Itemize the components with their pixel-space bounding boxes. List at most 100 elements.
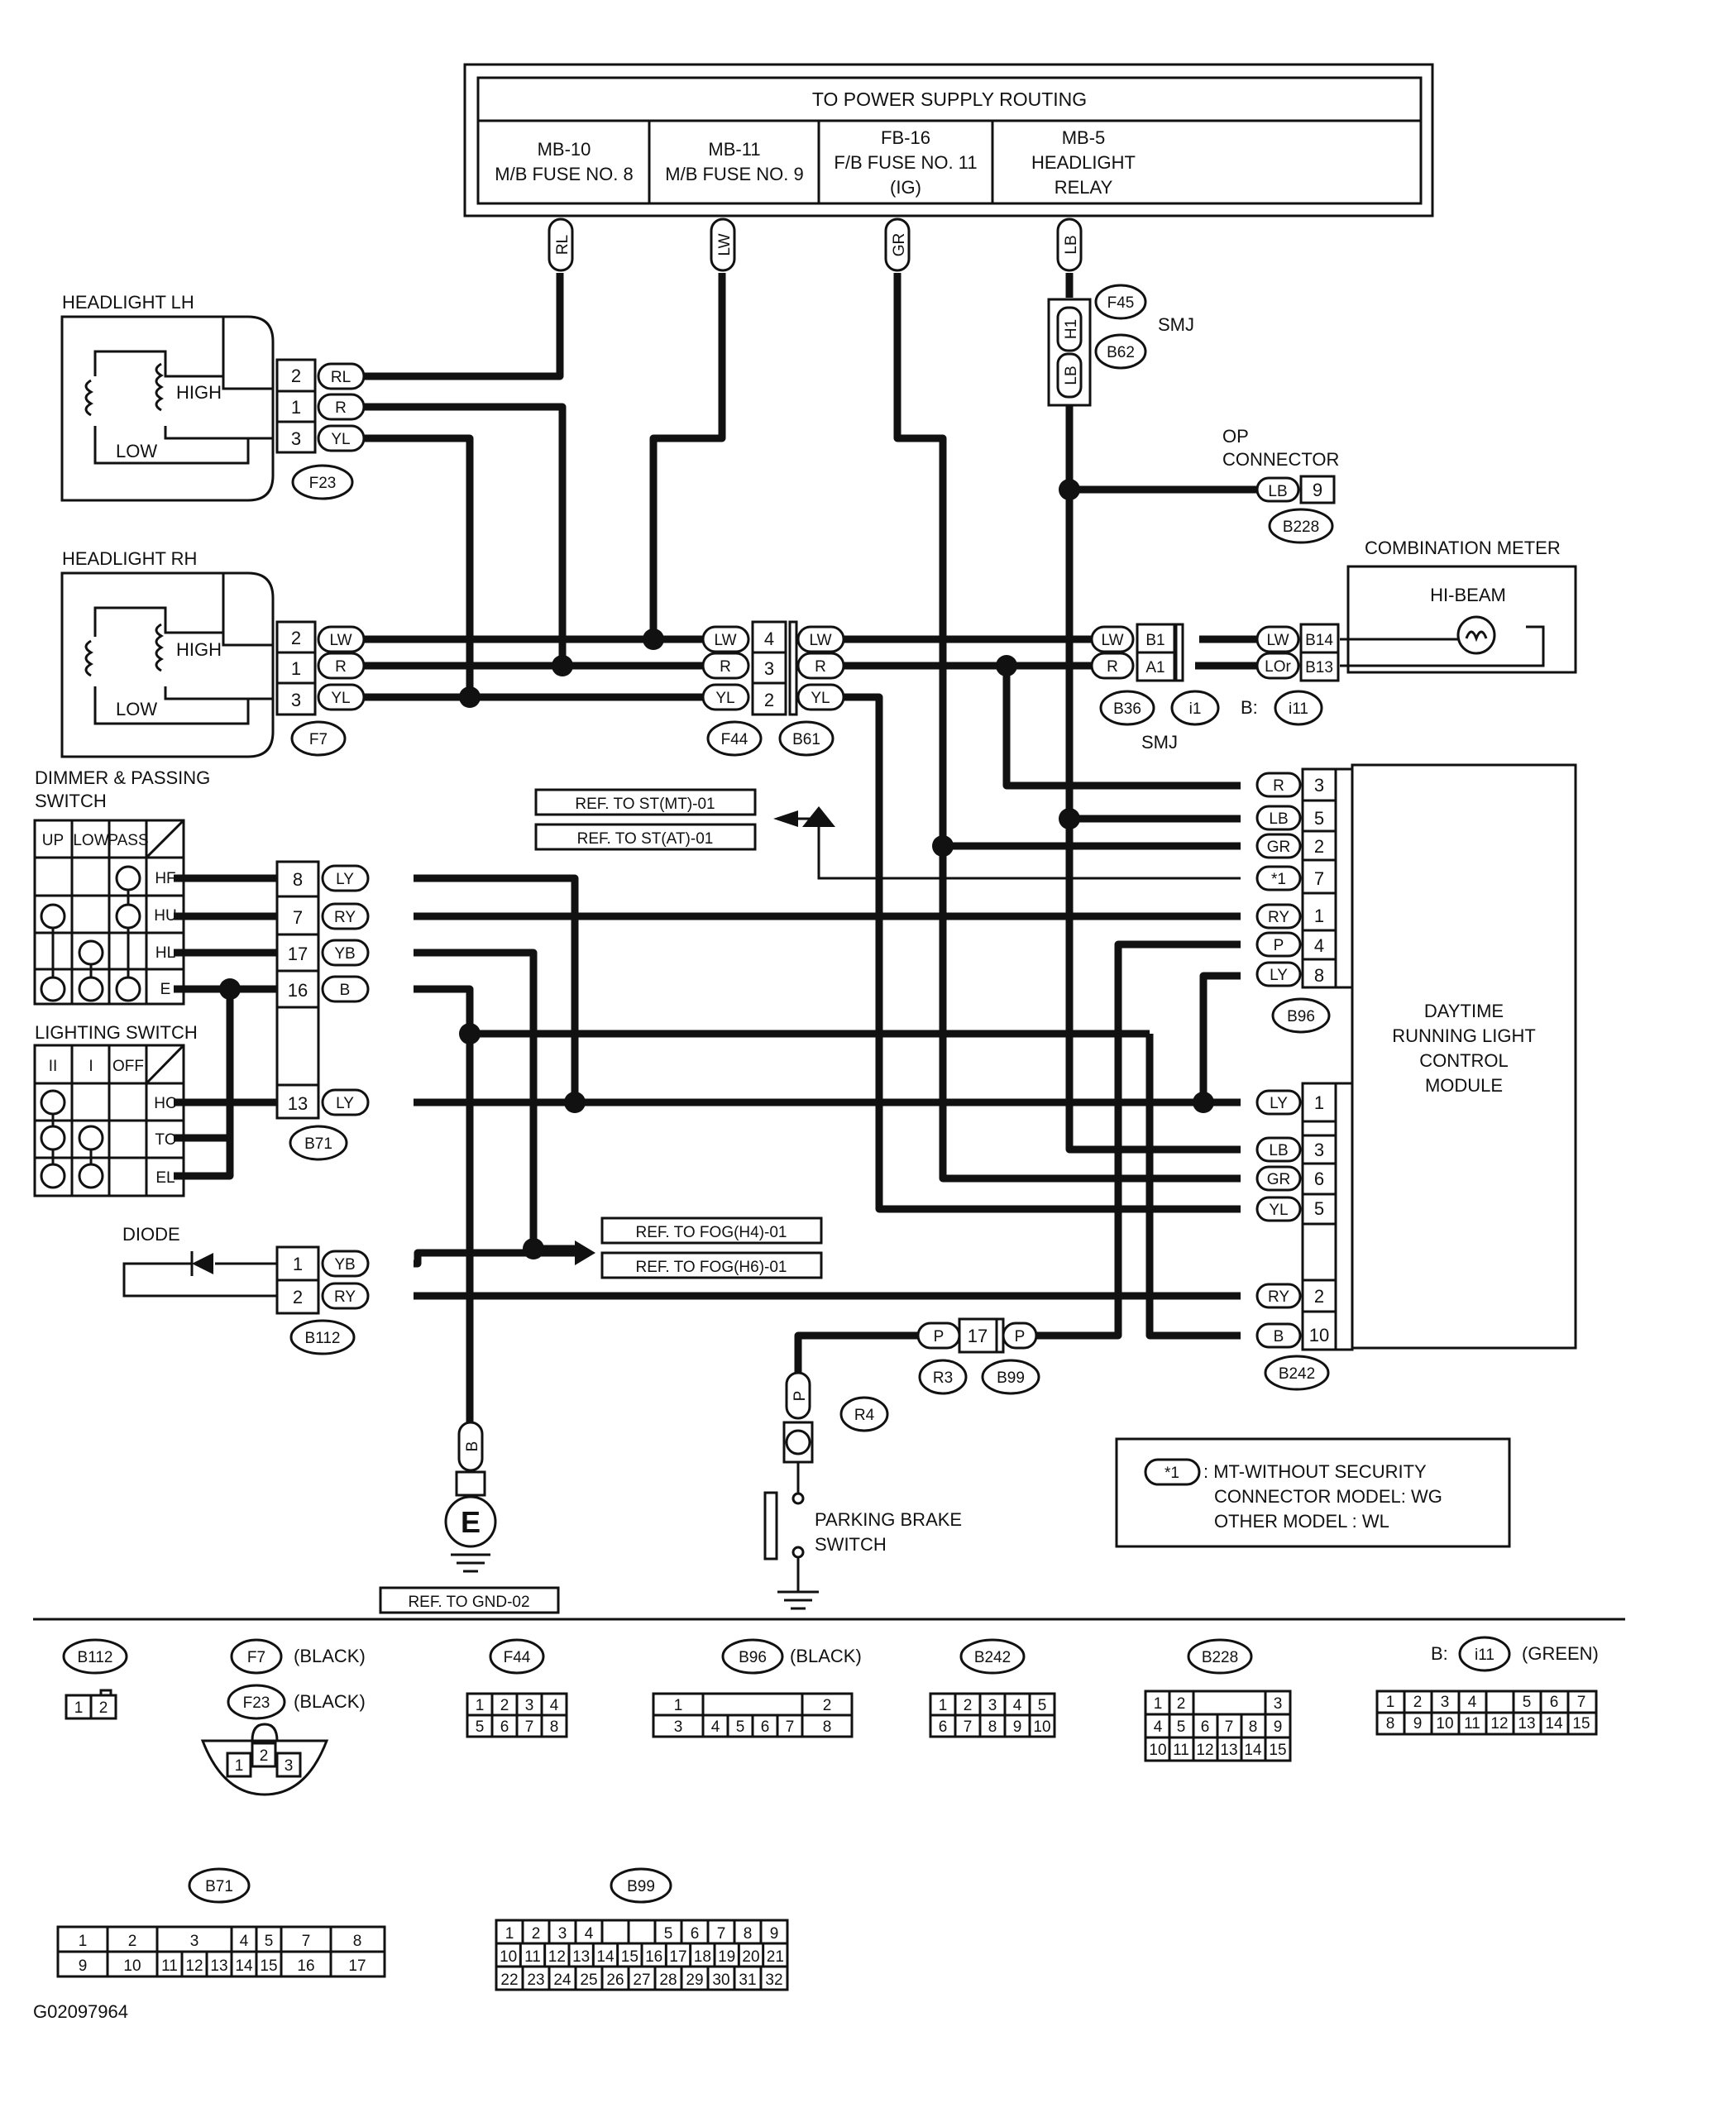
ref-gnd: REF. TO GND-02 — [408, 1594, 529, 1611]
rh-pin-2: 2 — [291, 628, 301, 648]
rh-pin-1: 1 — [291, 658, 301, 679]
joint-f44-b61: LW R YL 4 3 2 LW R YL F44 B61 — [701, 620, 845, 757]
lg-i11-12: 12 — [1490, 1715, 1508, 1733]
power-cell-4-l2: HEADLIGHT — [1031, 152, 1136, 173]
b99-pin-8: 8 — [744, 1925, 753, 1943]
note-line-3: OTHER MODEL : WL — [1214, 1511, 1389, 1532]
lg-i11-14: 14 — [1545, 1715, 1563, 1733]
drl-module: DAYTIME RUNNING LIGHT CONTROL MODULE 3 5… — [1255, 763, 1577, 1391]
dimmer-row-hl: HL — [155, 944, 175, 962]
lh-pin-1: 1 — [291, 397, 301, 418]
lg-f44-7: 7 — [525, 1718, 534, 1736]
lg-b96-8: 8 — [823, 1718, 832, 1736]
lh-low: LOW — [116, 441, 157, 461]
b71-yb: YB — [334, 945, 355, 963]
lg-b242-4: 4 — [1013, 1697, 1022, 1714]
lighting-row-el: EL — [155, 1169, 175, 1187]
lg-b228-15: 15 — [1269, 1742, 1286, 1759]
diode-label: DIODE — [122, 1224, 180, 1245]
b99-pin-7: 7 — [717, 1925, 726, 1943]
power-cell-1-l2: M/B FUSE NO. 8 — [495, 164, 633, 184]
legend-i11-prefix: B: — [1431, 1643, 1448, 1664]
b242-pin-1: 1 — [1314, 1092, 1324, 1113]
lh-wire-yl: YL — [331, 431, 350, 448]
lg-f44-2: 2 — [500, 1697, 509, 1714]
power-cell-1-l1: MB-10 — [538, 139, 591, 160]
lighting-col-ii: II — [49, 1058, 58, 1075]
junction-dots — [219, 479, 1214, 1259]
b96-pin-2: 2 — [1314, 836, 1324, 857]
meter-pin-b14: B14 — [1305, 632, 1333, 649]
lg-b71-9: 9 — [79, 1957, 88, 1975]
lh-pin-3: 3 — [291, 428, 301, 449]
ref-fog-h6: REF. TO FOG(H6)-01 — [636, 1259, 787, 1276]
b99-pin-12: 12 — [548, 1948, 566, 1966]
b96-pin-3: 3 — [1314, 775, 1324, 796]
lg-b71-14: 14 — [235, 1957, 253, 1975]
b99-pin-21: 21 — [767, 1948, 784, 1966]
lg-i11-15: 15 — [1572, 1715, 1590, 1733]
conn-b228: B228 — [1283, 519, 1319, 536]
lg-b71-15: 15 — [260, 1957, 277, 1975]
b99-p: P — [1015, 1328, 1026, 1345]
b99-pin-10: 10 — [500, 1948, 517, 1966]
parking-label-1: PARKING BRAKE — [815, 1509, 962, 1530]
b242-b: B — [1274, 1328, 1284, 1345]
lg-i11-8: 8 — [1386, 1715, 1395, 1733]
smj-label-top: SMJ — [1158, 314, 1194, 335]
i11-prefix: B: — [1241, 697, 1258, 718]
lh-wire-rl: RL — [331, 369, 351, 386]
b242-pin-2: 2 — [1314, 1286, 1324, 1307]
lg-b71-17: 17 — [348, 1957, 366, 1975]
lighting-label: LIGHTING SWITCH — [35, 1022, 198, 1043]
meter-lor: LOr — [1265, 658, 1291, 676]
legend-f23-pin3: 3 — [285, 1757, 294, 1775]
b96-ry: RY — [1268, 909, 1289, 926]
lg-f44-4: 4 — [550, 1697, 559, 1714]
lighting-row-tc: TC — [155, 1131, 175, 1149]
conn-r3: R3 — [933, 1369, 953, 1387]
hi-beam-bulb-icon — [1456, 615, 1496, 655]
lg-b228-12: 12 — [1196, 1742, 1213, 1759]
smj-and-meter: LW R B1 A1 B36 i1 SMJ B: i11 COMBINATION… — [1090, 538, 1577, 753]
legend-f23: F23 — [243, 1694, 270, 1712]
b96-pin-8: 8 — [1314, 965, 1324, 986]
lg-b228-4: 4 — [1154, 1718, 1163, 1736]
drl-label-4: MODULE — [1425, 1075, 1503, 1096]
b61-r: R — [815, 658, 826, 676]
lg-f44-1: 1 — [476, 1697, 485, 1714]
b99-pin-1: 1 — [505, 1925, 514, 1943]
note-tag: *1 — [1165, 1465, 1179, 1482]
tag-lb-2: LB — [1063, 366, 1080, 385]
lg-b71-16: 16 — [297, 1957, 314, 1975]
lg-f44-3: 3 — [525, 1697, 534, 1714]
lg-i11-10: 10 — [1436, 1715, 1453, 1733]
meter-lw: LW — [1266, 632, 1289, 649]
figure-id: G02097964 — [33, 2001, 128, 2022]
lg-b71-10: 10 — [123, 1957, 141, 1975]
conn-b112: B112 — [305, 1330, 341, 1347]
lh-wire-r: R — [335, 399, 347, 417]
conn-r4: R4 — [854, 1407, 875, 1424]
b99-pin-24: 24 — [553, 1972, 571, 1989]
connector-legend: B112 1 2 F7 (BLACK) F23 (BLACK) 1 2 3 F4… — [33, 1636, 1599, 2022]
op-label-2: CONNECTOR — [1222, 449, 1339, 470]
b99-pin-29: 29 — [686, 1972, 703, 1989]
lg-i11-2: 2 — [1413, 1694, 1423, 1711]
b112-yb: YB — [334, 1256, 355, 1274]
lg-b71-8: 8 — [353, 1933, 362, 1950]
lg-b71-3: 3 — [190, 1933, 199, 1950]
op-pin-9: 9 — [1313, 480, 1322, 500]
b242-pin-6: 6 — [1314, 1169, 1324, 1189]
lg-b242-3: 3 — [988, 1697, 997, 1714]
b99-pin-6: 6 — [691, 1925, 700, 1943]
b71-pin-13: 13 — [288, 1093, 308, 1114]
drl-label-3: CONTROL — [1419, 1050, 1509, 1071]
note-line-1: : MT-WITHOUT SECURITY — [1203, 1461, 1427, 1482]
lg-i11-4: 4 — [1468, 1694, 1477, 1711]
lg-i11-3: 3 — [1441, 1694, 1450, 1711]
meter-pin-b13: B13 — [1305, 659, 1333, 676]
lg-f44-5: 5 — [476, 1718, 485, 1736]
lg-b228-5: 5 — [1177, 1718, 1186, 1736]
